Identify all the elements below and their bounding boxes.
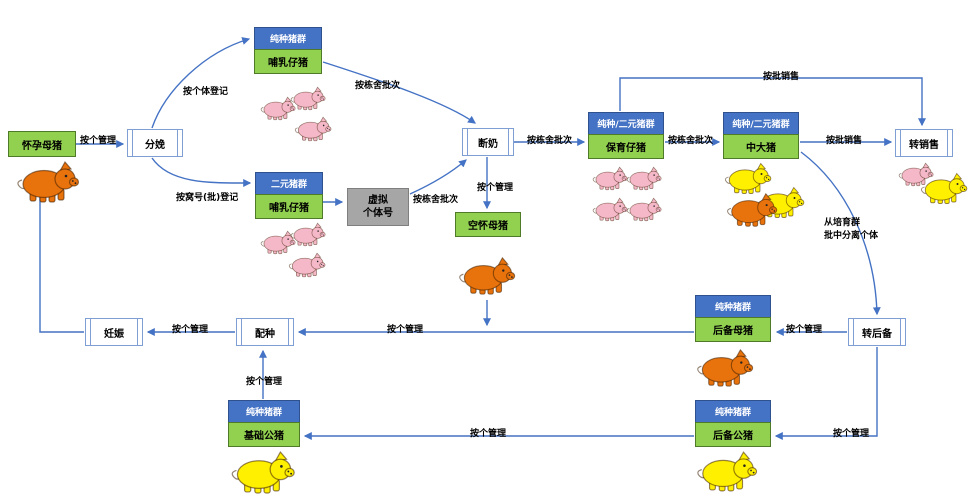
pig-icon (697, 349, 754, 387)
node-to-reserve: 转后备 (848, 318, 906, 346)
node-base-boar: 纯种猪群 基础公猪 (228, 400, 300, 447)
virtual-id-line2: 个体号 (363, 208, 393, 219)
edge-label-wean-to-nursery: 按栋舍批次 (527, 136, 573, 146)
herd-header: 纯种猪群 (254, 27, 322, 49)
pig-icon (920, 173, 968, 204)
pig-icon (727, 193, 778, 227)
connector-grower-to-reserve (800, 151, 881, 316)
herd-label: 后备母猪 (695, 317, 771, 342)
piglet-icon (290, 86, 326, 111)
node-farrowing: 分娩 (127, 129, 183, 157)
edge-label-sow-to-farrowing: 按个管理 (80, 136, 117, 146)
herd-header: 纯种/二元猪群 (723, 112, 799, 134)
herd-label: 哺乳仔猪 (255, 194, 323, 219)
piglet-icon (592, 197, 628, 222)
edge-label-opensow-to-breeding: 按个管理 (387, 325, 424, 335)
connector-reserve-to-rboar (774, 347, 878, 440)
pig-icon (697, 451, 758, 492)
edge-label-purebred-to-wean: 按栋舍批次 (355, 81, 401, 91)
piglet-icon (626, 166, 662, 191)
herd-label: 保育仔猪 (588, 134, 664, 159)
node-reserve-sow: 纯种猪群 后备母猪 (695, 295, 771, 342)
pig-icon (17, 161, 80, 203)
connector-farrowing-to-binary (151, 157, 252, 188)
herd-header: 纯种/二元猪群 (588, 112, 664, 134)
herd-header: 二元猪群 (255, 172, 323, 194)
edge-label-reserve-to-sow: 按个管理 (786, 325, 823, 335)
herd-header: 纯种猪群 (695, 400, 771, 422)
pig-icon (459, 257, 516, 295)
herd-label: 中大猪 (723, 134, 799, 159)
edge-label-breeding-to-gestation: 按个管理 (172, 325, 209, 335)
connector-gestation-to-sow (36, 171, 84, 333)
edge-label-grower-to-reserve-1: 从培育群 (824, 218, 861, 228)
herd-label: 哺乳仔猪 (254, 49, 322, 74)
node-binary-suckling: 二元猪群 哺乳仔猪 (255, 172, 323, 219)
edge-label-virtual-to-wean: 按栋舍批次 (413, 195, 459, 205)
connector-farrowing-to-purebred (151, 37, 251, 129)
node-virtual-id: 虚拟 个体号 (347, 188, 409, 226)
herd-header: 纯种猪群 (695, 295, 771, 317)
edge-label-herd-to-sale-top: 按批销售 (763, 72, 800, 82)
virtual-id-line1: 虚拟 (368, 195, 388, 206)
connector-herd-to-sale-top (619, 77, 926, 127)
piglet-icon (288, 252, 326, 278)
node-breeding: 配种 (236, 318, 294, 346)
node-purebred-suckling: 纯种猪群 哺乳仔猪 (254, 27, 322, 74)
herd-label: 基础公猪 (228, 422, 300, 447)
connector-virtualid-to-weaning (409, 159, 467, 195)
herd-label: 后备公猪 (695, 422, 771, 447)
edge-label-reserve-to-rboar: 按个管理 (833, 429, 870, 439)
edge-label-baseboar-to-breeding: 按个管理 (246, 377, 283, 387)
pig-icon (231, 451, 295, 494)
edge-label-register-litter: 按窝号(批)登记 (176, 193, 239, 203)
node-gestation: 妊娠 (85, 318, 143, 346)
herd-header: 纯种猪群 (228, 400, 300, 422)
node-weaning: 断奶 (462, 128, 514, 156)
edge-label-grower-to-sale: 按批销售 (826, 136, 863, 146)
edge-label-register-individual: 按个体登记 (183, 87, 229, 97)
node-to-sale: 转销售 (895, 129, 953, 157)
edge-label-wean-to-opensow: 按个管理 (477, 183, 514, 193)
node-nursery: 纯种/二元猪群 保育仔猪 (588, 112, 664, 159)
piglet-icon (290, 222, 326, 247)
piglet-icon (294, 116, 332, 142)
node-reserve-boar: 纯种猪群 后备公猪 (695, 400, 771, 447)
piglet-icon (626, 197, 662, 222)
piglet-icon (592, 166, 628, 191)
edge-label-grower-to-reserve-2: 批中分离个体 (824, 231, 879, 241)
node-open-sow: 空怀母猪 (455, 212, 521, 237)
node-pregnant-sow: 怀孕母猪 (8, 131, 76, 157)
edge-label-rboar-to-bboar: 按个管理 (470, 429, 507, 439)
node-grower: 纯种/二元猪群 中大猪 (723, 112, 799, 159)
connector-purebred-to-weaning (322, 61, 476, 124)
edge-label-nursery-to-grower: 按栋舍批次 (668, 136, 714, 146)
